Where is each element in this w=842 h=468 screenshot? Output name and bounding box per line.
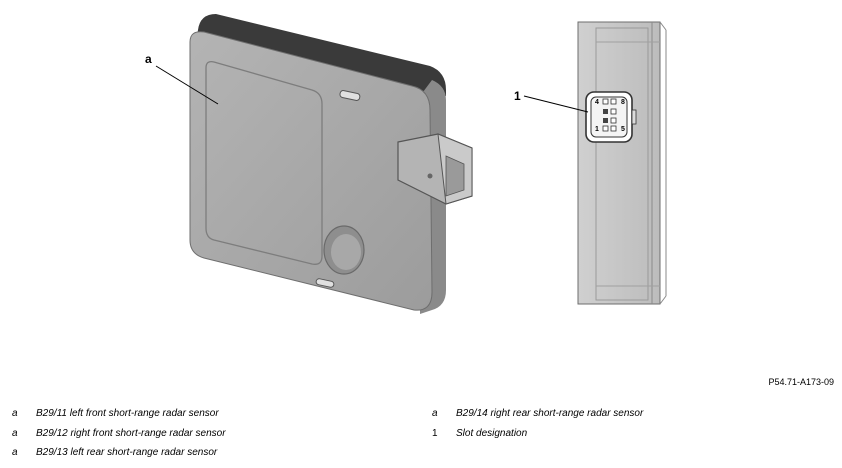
legend-text: Slot designation [456, 428, 528, 439]
legend-key: a [12, 408, 18, 419]
pin-cell [610, 125, 617, 132]
legend-key: a [12, 428, 18, 439]
pin-cell [602, 98, 609, 105]
sensor-drawing: 4 8 1 5 [155, 14, 667, 314]
pin-cell [610, 117, 617, 124]
pin-number: 4 [595, 99, 599, 106]
legend-text: B29/13 left rear short-range radar senso… [36, 447, 218, 458]
legend-text: B29/12 right front short-range radar sen… [36, 428, 226, 439]
legend-key: a [432, 408, 438, 419]
callout-1: 1 [514, 89, 521, 103]
legend-text: B29/11 left front short-range radar sens… [36, 408, 219, 419]
pin-cell [602, 125, 609, 132]
sensor-side-view [577, 21, 667, 305]
legend-key: a [12, 447, 18, 458]
legend-key: 1 [432, 428, 438, 439]
pin-number: 8 [621, 99, 625, 106]
connector-socket: 4 8 1 5 [585, 91, 637, 143]
legend-text: B29/14 right rear short-range radar sens… [456, 408, 644, 419]
leader-line-a [155, 65, 219, 105]
pin-cell [603, 118, 608, 123]
figure-id: P54.71-A173-09 [768, 377, 834, 387]
pin-number: 5 [621, 126, 625, 133]
pin-cell [610, 108, 617, 115]
technical-illustration: 4 8 1 5 a 1 [145, 14, 667, 314]
pin-cell [603, 109, 608, 114]
radar-sensor-housing [189, 14, 473, 314]
pin-number: 1 [595, 126, 599, 133]
pin-cell [610, 98, 617, 105]
leader-line-1 [523, 95, 589, 113]
callout-a: a [145, 52, 152, 66]
